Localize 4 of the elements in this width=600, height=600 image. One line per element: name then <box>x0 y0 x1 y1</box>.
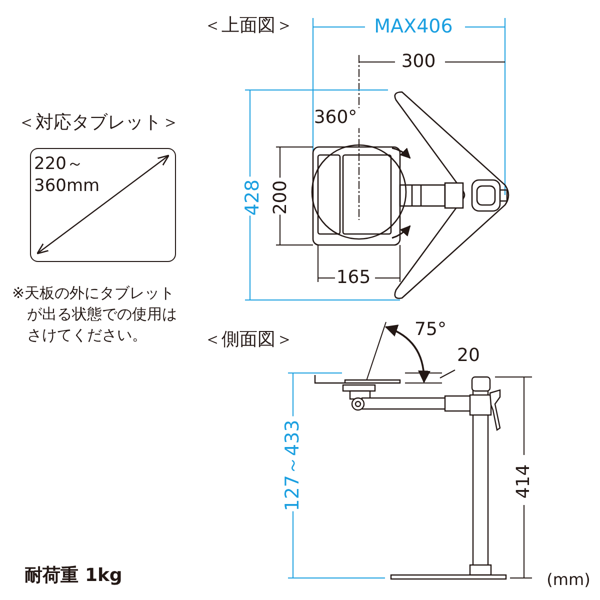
tablet-size-box <box>30 148 176 262</box>
note-text: ※天板の外にタブレットが出る状態での使用はさけてください。 <box>12 283 177 346</box>
tablet-size-label: 220～ 360mm <box>34 153 101 198</box>
angle-label: 360° <box>314 108 360 128</box>
